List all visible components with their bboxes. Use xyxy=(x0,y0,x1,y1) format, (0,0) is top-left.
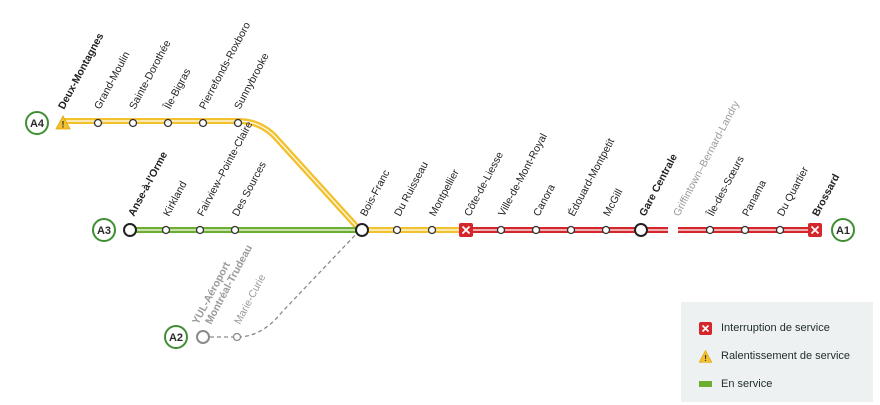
legend-label: Interruption de service xyxy=(721,322,830,334)
station-label[interactable]: Grand-Moulin xyxy=(92,49,133,111)
station-label[interactable]: Montpellier xyxy=(427,167,462,218)
svg-text:A2: A2 xyxy=(169,332,183,344)
station-dot xyxy=(233,118,243,128)
station-dot xyxy=(128,118,138,128)
closed-station-gap xyxy=(668,226,678,234)
interchange-dot xyxy=(634,223,648,237)
svg-text:A4: A4 xyxy=(30,118,45,130)
station-label[interactable]: Brossard xyxy=(810,172,842,218)
badge-a1[interactable]: A1 xyxy=(831,218,855,242)
station-label[interactable]: Canora xyxy=(531,182,558,218)
svg-text:A1: A1 xyxy=(836,225,850,237)
badge-a4[interactable]: A4 xyxy=(25,111,49,135)
station-dot xyxy=(195,225,205,235)
station-label[interactable]: Sunnybrooke xyxy=(232,51,272,111)
station-dot xyxy=(392,225,402,235)
line-a2 xyxy=(203,229,361,338)
svg-text:!: ! xyxy=(62,120,65,130)
legend-interruption: Interruption de service xyxy=(699,314,873,342)
terminus-dot xyxy=(123,223,137,237)
station-label[interactable]: Panama xyxy=(740,178,769,218)
svg-text:A3: A3 xyxy=(97,225,111,237)
line-a4 xyxy=(62,118,361,231)
station-dot xyxy=(232,332,242,342)
station-label[interactable]: McGill xyxy=(601,187,625,218)
station-dot xyxy=(93,118,103,128)
station-dot xyxy=(705,225,715,235)
station-label[interactable]: Du Quartier xyxy=(775,164,811,218)
station-dot xyxy=(775,225,785,235)
badge-a3[interactable]: A3 xyxy=(92,218,116,242)
station-dot xyxy=(601,225,611,235)
x-square-icon xyxy=(808,223,822,237)
legend-label: En service xyxy=(721,378,773,390)
warning-triangle-icon: ! xyxy=(55,115,71,130)
station-label[interactable]: Bois-Franc xyxy=(358,168,392,218)
station-label[interactable]: Griffintown–Bernard-Landry xyxy=(671,98,742,218)
station-dot xyxy=(198,118,208,128)
green-line-icon xyxy=(699,378,712,391)
x-square-icon xyxy=(459,223,473,237)
station-dot xyxy=(740,225,750,235)
station-label[interactable]: Kirkland xyxy=(161,179,189,218)
svg-text:!: ! xyxy=(704,353,707,363)
station-label[interactable]: Des Sources xyxy=(230,160,269,219)
station-dot xyxy=(496,225,506,235)
station-dot xyxy=(230,225,240,235)
legend-label: Ralentissement de service xyxy=(721,350,851,362)
legend: Interruption de service ! Ralentissement… xyxy=(681,302,873,402)
interchange-dot xyxy=(355,223,369,237)
legend-in-service: En service xyxy=(699,370,873,398)
x-square-icon xyxy=(699,321,712,335)
station-dot xyxy=(161,225,171,235)
station-dot xyxy=(427,225,437,235)
terminus-dot xyxy=(196,330,210,344)
warning-triangle-icon: ! xyxy=(698,349,713,363)
station-dot xyxy=(163,118,173,128)
station-label[interactable]: Île-Bigras xyxy=(161,66,194,112)
station-dot xyxy=(566,225,576,235)
badge-a2[interactable]: A2 xyxy=(164,325,188,349)
legend-slowdown: ! Ralentissement de service xyxy=(698,342,873,370)
station-label[interactable]: Du Ruisseau xyxy=(392,160,431,219)
station-dot xyxy=(531,225,541,235)
